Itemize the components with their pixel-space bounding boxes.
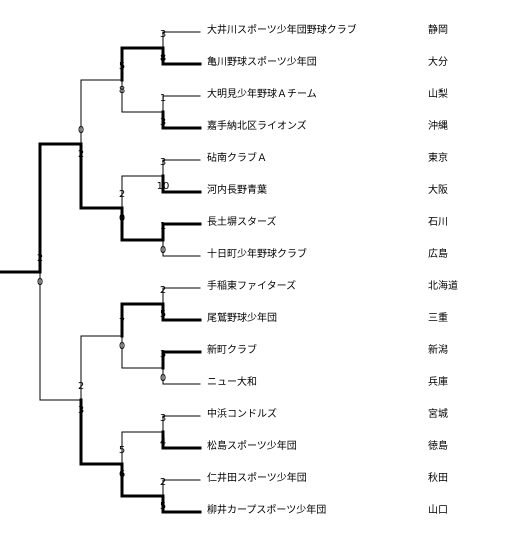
team-prefecture: 兵庫	[428, 377, 448, 388]
score-top: 3	[159, 157, 167, 168]
score-bottom: 5	[159, 309, 167, 320]
team-name: 嘉手納北区ライオンズ	[207, 121, 307, 132]
team-name: 柳井カープスポーツ少年団	[207, 505, 327, 516]
score-top: 1	[159, 93, 167, 104]
score-bottom: 2	[77, 149, 85, 160]
score-top: 1	[159, 221, 167, 232]
team-name: ニュー大和	[207, 377, 257, 388]
team-prefecture: 静岡	[428, 25, 448, 36]
team-name: 新町クラブ	[207, 345, 257, 356]
score-top: 5	[118, 445, 126, 456]
team-prefecture: 北海道	[428, 281, 458, 292]
team-prefecture: 新潟	[428, 345, 448, 356]
team-prefecture: 石川	[428, 217, 448, 228]
score-top: 3	[159, 29, 167, 40]
team-prefecture: 東京	[428, 153, 448, 164]
score-bottom: 0	[159, 245, 167, 256]
score-top: 2	[159, 285, 167, 296]
team-prefecture: 山梨	[428, 89, 448, 100]
team-name: 手稲東ファイターズ	[207, 281, 297, 292]
score-top: 2	[36, 253, 44, 264]
team-name: 亀川野球スポーツ少年団	[207, 57, 317, 68]
team-name: 大井川スポーツ少年団野球クラブ	[207, 25, 357, 36]
team-name: 長土塀スターズ	[207, 217, 277, 228]
score-bottom: 0	[159, 373, 167, 384]
team-name: 十日町少年野球クラブ	[207, 249, 307, 260]
team-prefecture: 秋田	[428, 473, 448, 484]
score-top: 7	[118, 317, 126, 328]
team-prefecture: 大分	[428, 57, 448, 68]
score-top: 3	[159, 413, 167, 424]
team-prefecture: 徳島	[428, 441, 448, 452]
team-prefecture: 三重	[428, 313, 448, 324]
score-top: 3	[159, 349, 167, 360]
score-bottom: 0	[36, 277, 44, 288]
team-prefecture: 宮城	[428, 409, 448, 420]
team-prefecture: 山口	[428, 505, 448, 516]
score-top: 0	[77, 125, 85, 136]
team-name: 仁井田スポーツ少年団	[207, 473, 307, 484]
score-bottom: 6	[118, 469, 126, 480]
team-prefecture: 沖縄	[428, 121, 448, 132]
team-name: 中浜コンドルズ	[207, 409, 277, 420]
score-top: 2	[77, 381, 85, 392]
score-bottom: 0	[118, 341, 126, 352]
team-name: 河内長野青葉	[207, 185, 267, 196]
team-name: 松島スポーツ少年団	[207, 441, 297, 452]
score-bottom: 10	[156, 181, 170, 192]
score-top: 2	[159, 477, 167, 488]
score-top: 5	[118, 61, 126, 72]
score-bottom: 8	[118, 85, 126, 96]
score-bottom: 0	[118, 213, 126, 224]
team-name: 砧南クラブＡ	[207, 153, 267, 164]
score-bottom: 8	[159, 53, 167, 64]
score-bottom: 3	[77, 405, 85, 416]
score-top: 2	[118, 189, 126, 200]
score-bottom: 4	[159, 437, 167, 448]
score-bottom: 3	[159, 117, 167, 128]
team-prefecture: 大阪	[428, 185, 448, 196]
team-name: 大明見少年野球Ａチーム	[207, 89, 317, 100]
score-bottom: 5	[159, 501, 167, 512]
team-name: 尾鷲野球少年団	[207, 313, 277, 324]
team-prefecture: 広島	[428, 249, 448, 260]
